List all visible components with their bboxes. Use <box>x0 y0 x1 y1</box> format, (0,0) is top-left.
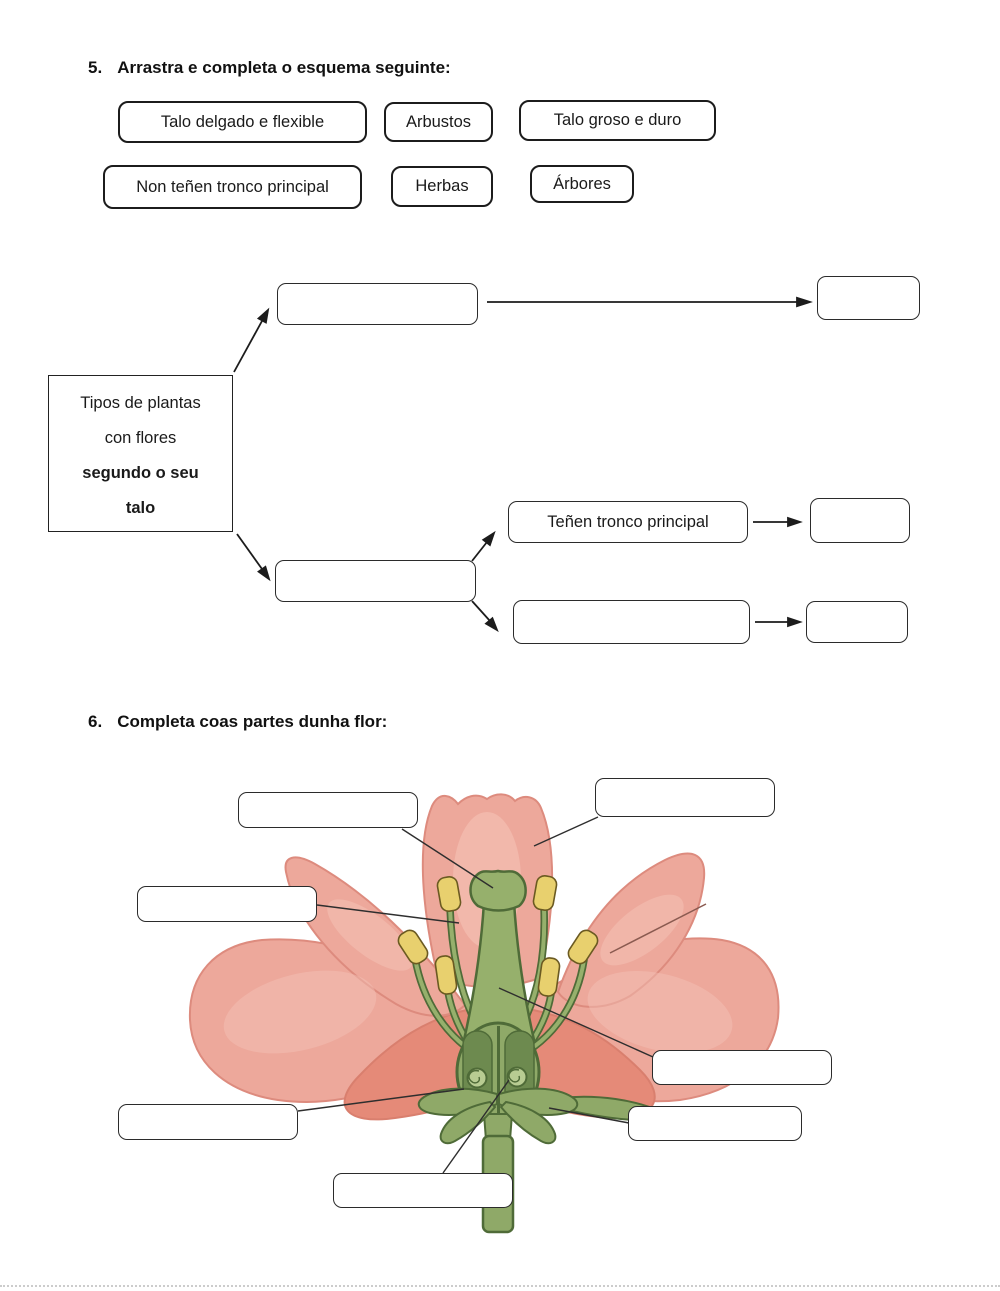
scheme-blank-top-category[interactable] <box>277 283 478 325</box>
flower-blank-top-left[interactable] <box>238 792 418 828</box>
flower-blank-top-right[interactable] <box>595 778 775 817</box>
chip-talo-delgado-e-flexible[interactable]: Talo delgado e flexible <box>118 101 367 143</box>
arrow-bottom-to-branch2 <box>471 600 491 622</box>
petal-upper-left <box>284 856 467 1017</box>
petal-bottom <box>343 1003 656 1121</box>
connector-sepal <box>548 1107 630 1124</box>
anthers <box>397 874 599 997</box>
petal-crease <box>609 903 707 954</box>
arrow-bottom-to-branch1 <box>471 541 488 562</box>
scheme-node-tenen-tronco-principal: Teñen tronco principal <box>508 501 748 543</box>
scheme-blank-result-1[interactable] <box>810 498 910 543</box>
page-bottom-divider <box>0 1285 1000 1287</box>
connector-style <box>498 987 654 1058</box>
scheme-blank-result-2[interactable] <box>806 601 908 643</box>
chip-herbas[interactable]: Herbas <box>391 166 493 207</box>
ovule-curl <box>468 1069 481 1084</box>
petal-center <box>421 793 554 988</box>
chip-arbores[interactable]: Árbores <box>530 165 634 203</box>
flower-blank-bottom-left[interactable] <box>118 1104 298 1140</box>
chip-talo-groso-e-duro[interactable]: Talo groso e duro <box>519 100 716 141</box>
exercise5-title: 5. Arrastra e completa o esquema seguint… <box>88 58 451 78</box>
flower-blank-bottom-right[interactable] <box>628 1106 802 1141</box>
connector-stamen <box>316 904 460 924</box>
flower-blank-mid-right[interactable] <box>652 1050 832 1085</box>
label-connector-lines <box>297 816 654 1174</box>
ovary <box>455 1021 541 1123</box>
petal-highlight <box>453 812 521 948</box>
receptacle <box>482 1113 514 1141</box>
flower-blank-bottom-center[interactable] <box>333 1173 513 1208</box>
arrow-root-to-bottom <box>236 533 263 570</box>
stamen-filaments-outline <box>411 904 588 1072</box>
petal-upper-right <box>556 852 706 1008</box>
scheme-root-line4: talo <box>125 499 156 517</box>
ovule-left <box>466 1067 488 1089</box>
ovule-right <box>506 1066 528 1088</box>
scheme-blank-branch-2[interactable] <box>513 600 750 644</box>
connector-ovule <box>442 1079 510 1174</box>
ovary-chamber-right <box>504 1030 535 1114</box>
stamen-filaments <box>413 906 586 1070</box>
petal-highlight <box>223 970 377 1054</box>
scheme-blank-top-result[interactable] <box>817 276 920 320</box>
connector-stigma <box>401 828 494 889</box>
ovary-chamber-left <box>462 1030 493 1114</box>
exercise6-title: 6. Completa coas partes dunha flor: <box>88 712 387 732</box>
chip-arbustos[interactable]: Arbustos <box>384 102 493 142</box>
exercise5-number: 5. <box>88 58 103 77</box>
petal-highlight <box>327 899 413 971</box>
connector-ovary <box>297 1088 465 1112</box>
petal-highlight <box>600 894 684 966</box>
petal-left <box>188 938 477 1103</box>
flower-blank-mid-left[interactable] <box>137 886 317 922</box>
scheme-root-line1: Tipos de plantas <box>80 394 201 412</box>
scheme-root-line3: segundo o seu <box>82 464 199 482</box>
scheme-root-box: Tipos de plantas con flores segundo o se… <box>48 375 233 532</box>
exercise6-number: 6. <box>88 712 103 731</box>
exercise6-title-text: Completa coas partes dunha flor: <box>117 712 388 731</box>
chip-non-tenen-tronco-principal[interactable]: Non teñen tronco principal <box>103 165 362 209</box>
connector-petal <box>533 816 599 847</box>
pistil-stigma <box>469 869 527 912</box>
pistil-style <box>462 900 536 1048</box>
scheme-blank-bottom-category[interactable] <box>275 560 476 602</box>
ovule-curl <box>508 1068 521 1083</box>
arrow-root-to-top <box>233 320 263 373</box>
scheme-root-line2: con flores <box>104 429 177 447</box>
exercise5-title-text: Arrastra e completa o esquema seguinte: <box>117 58 451 77</box>
